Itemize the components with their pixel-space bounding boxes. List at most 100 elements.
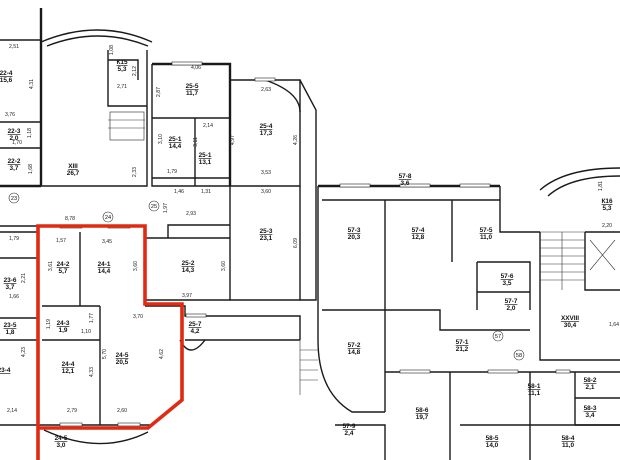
room-number: 57-3 bbox=[348, 227, 361, 234]
dimension-label: 3,70 bbox=[133, 314, 143, 320]
room-area: 11,0 bbox=[480, 234, 493, 241]
room-area: 15,6 bbox=[0, 77, 13, 84]
dimension-label: 2,51 bbox=[9, 44, 19, 50]
dimension-label: 4,33 bbox=[89, 367, 95, 377]
room-label: 57-63,5 bbox=[501, 273, 514, 287]
room-label: 25-113,1 bbox=[199, 152, 212, 166]
room-area: 1,8 bbox=[6, 329, 15, 336]
room-area: 11,7 bbox=[186, 90, 199, 97]
room-area: 5,3 bbox=[118, 66, 127, 73]
room-number: 25-1 bbox=[169, 136, 182, 143]
dimension-label: 4,26 bbox=[293, 135, 299, 145]
axis-marker-circle bbox=[513, 349, 525, 361]
room-area: 30,4 bbox=[564, 322, 577, 329]
room-label: 25-214,3 bbox=[182, 260, 195, 274]
dimension-label: 2,71 bbox=[117, 84, 127, 90]
dimension-label: 3,60 bbox=[133, 261, 139, 271]
room-number: 57-2 bbox=[348, 342, 361, 349]
dimension-label: 1,18 bbox=[27, 128, 33, 138]
room-area: 3,0 bbox=[57, 442, 66, 449]
room-label: 58-33,4 bbox=[584, 405, 597, 419]
axis-marker-label: 23 bbox=[11, 196, 17, 202]
room-label: 57-72,0 bbox=[505, 298, 518, 312]
room-label: 22-23,7 bbox=[8, 158, 21, 172]
room-area: 14,4 bbox=[169, 143, 182, 150]
dimension-label: 3,45 bbox=[102, 239, 112, 245]
room-label: 58-22,1 bbox=[584, 377, 597, 391]
dimension-label: 5,70 bbox=[102, 349, 108, 359]
room-label: 58-619,7 bbox=[416, 407, 429, 421]
room-area: 3,4 bbox=[586, 412, 595, 419]
room-number: 25-4 bbox=[260, 123, 273, 130]
room-area: 1,9 bbox=[59, 327, 68, 334]
dimension-label: 3,97 bbox=[182, 293, 192, 299]
axis-marker-circle bbox=[102, 211, 114, 223]
room-label: 25-323,1 bbox=[260, 228, 273, 242]
windows bbox=[59, 61, 571, 427]
dimension-label: 3,61 bbox=[48, 261, 54, 271]
dimension-label: 1,77 bbox=[89, 313, 95, 323]
room-label: 24-114,4 bbox=[98, 261, 111, 275]
room-number: К15 bbox=[116, 59, 127, 66]
dimension-label: 1,64 bbox=[609, 322, 619, 328]
room-number: 57-9 bbox=[343, 423, 356, 430]
dimension-label: 4,23 bbox=[21, 347, 27, 357]
room-number: 58-5 bbox=[486, 435, 499, 442]
room-label: 25-417,3 bbox=[260, 123, 273, 137]
room-number: 57-8 bbox=[399, 173, 412, 180]
room-area: 14,4 bbox=[98, 268, 111, 275]
room-number: 24-5 bbox=[116, 352, 129, 359]
dimension-label: 2,87 bbox=[156, 87, 162, 97]
dimension-label: 2,63 bbox=[261, 87, 271, 93]
dimension-label: 3,53 bbox=[261, 170, 271, 176]
room-area: 17,3 bbox=[260, 130, 273, 137]
dimension-labels: 2,514,313,761,181,701,684,062,872,712,12… bbox=[5, 44, 619, 414]
dimension-label: 3,10 bbox=[158, 134, 164, 144]
room-area: 20,3 bbox=[348, 234, 361, 241]
dimension-label: 1,57 bbox=[56, 238, 66, 244]
axis-marker-label: 58 bbox=[516, 353, 522, 359]
dimension-label: 1,19 bbox=[46, 319, 52, 329]
room-number: 23-4 bbox=[0, 367, 11, 374]
room-number: 58-4 bbox=[562, 435, 575, 442]
room-area: 2,4 bbox=[345, 430, 354, 437]
room-number: 58-1 bbox=[528, 383, 541, 390]
room-number: 25-2 bbox=[182, 260, 195, 267]
room-label: 57-83,6 bbox=[399, 173, 412, 187]
dimension-label: 3,11 bbox=[193, 137, 199, 147]
room-number: 25-5 bbox=[186, 83, 199, 90]
room-label: 58-111,1 bbox=[528, 383, 541, 397]
room-label: 24-53,0 bbox=[55, 435, 68, 449]
room-area: 12,8 bbox=[412, 234, 425, 241]
axis-marker: 24 bbox=[102, 211, 114, 223]
room-area: 3,7 bbox=[10, 165, 19, 172]
room-area: 13,1 bbox=[199, 159, 212, 166]
room-area: 2,0 bbox=[507, 305, 516, 312]
room-area: 11,1 bbox=[528, 390, 541, 397]
dimension-label: 1,97 bbox=[163, 203, 169, 213]
room-label: 57-511,0 bbox=[480, 227, 493, 241]
room-area: 14,0 bbox=[486, 442, 499, 449]
dimension-label: 1,08 bbox=[109, 45, 115, 55]
room-label: 57-121,2 bbox=[456, 339, 469, 353]
room-number: 25-7 bbox=[189, 321, 202, 328]
dimension-label: 1,10 bbox=[81, 329, 91, 335]
room-area: 3,5 bbox=[503, 280, 512, 287]
dimension-label: 3,60 bbox=[261, 189, 271, 195]
room-label: 24-520,5 bbox=[116, 352, 129, 366]
dimension-label: 1,79 bbox=[167, 169, 177, 175]
room-number: 57-1 bbox=[456, 339, 469, 346]
room-label: 23-51,8 bbox=[4, 322, 17, 336]
room-area: 14,8 bbox=[348, 349, 361, 356]
room-area: 5,7 bbox=[59, 268, 68, 275]
room-number: XXVIII bbox=[561, 315, 579, 322]
room-number: 22-4 bbox=[0, 70, 13, 77]
room-label: 23-63,7 bbox=[4, 277, 17, 291]
room-number: 24-1 bbox=[98, 261, 111, 268]
axis-marker-circle bbox=[492, 330, 504, 342]
axis-marker: 57 bbox=[492, 330, 504, 342]
room-number: 57-5 bbox=[480, 227, 493, 234]
